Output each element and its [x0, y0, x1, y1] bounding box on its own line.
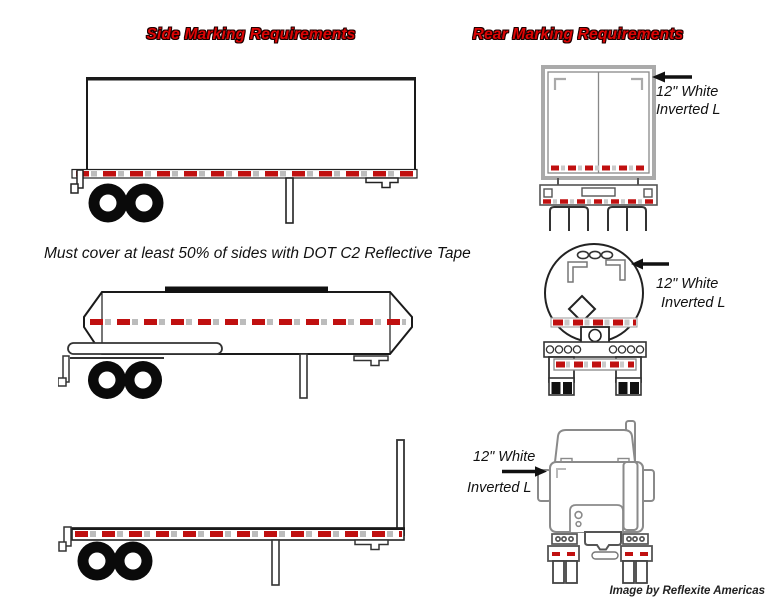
light-bars — [551, 533, 649, 545]
mudflaps — [552, 560, 648, 584]
rear-box-label-line1: 12" White — [656, 84, 719, 100]
license-plate — [581, 187, 616, 197]
rear-box-label-line2: Inverted L — [656, 102, 721, 118]
tank-walkway — [165, 286, 328, 293]
box-trailer-side-figure — [70, 77, 418, 224]
rear-tanker-label-line2: Inverted L — [661, 295, 726, 311]
bulkhead-post — [396, 439, 405, 536]
coverage-note: Must cover at least 50% of sides with DO… — [44, 245, 471, 262]
fender-tube — [67, 342, 223, 355]
landing-gear — [285, 177, 294, 224]
image-credit: Image by Reflexite Americas — [609, 585, 765, 597]
rear-step — [354, 539, 389, 551]
mudflap-feet — [548, 377, 642, 396]
rear-wheels — [549, 206, 647, 231]
inverted-l-marks — [567, 259, 626, 283]
rear-step — [353, 355, 389, 367]
tank-vents — [576, 250, 614, 260]
flatbed-wheels — [77, 541, 153, 581]
lower-tape-bar — [553, 358, 637, 371]
landing-gear — [299, 353, 308, 399]
arrow-left-icon — [652, 71, 692, 83]
side-marking-heading: Side Marking Requirements — [146, 26, 356, 43]
trailer-wheels — [88, 183, 164, 223]
box-trailer-rear-figure — [539, 65, 658, 231]
rear-truck-label-line1: 12" White — [473, 449, 536, 465]
tanker-wheels — [88, 361, 162, 399]
truck-rear-figure — [537, 420, 655, 584]
roof-fairing — [553, 429, 637, 463]
fifth-wheel-hitch — [584, 531, 622, 551]
rear-step — [365, 177, 399, 189]
rear-tanker-label-line1: 12" White — [656, 276, 719, 292]
fender-tape — [547, 545, 653, 562]
rear-marking-heading: Rear Marking Requirements — [472, 26, 684, 43]
flatbed-side-figure — [58, 439, 405, 586]
inverted-l-marks — [553, 77, 644, 90]
trailer-body — [86, 77, 416, 172]
arrow-right-icon — [502, 466, 547, 477]
tanker-rear-figure — [543, 243, 647, 396]
tanker-rear-tape — [550, 317, 638, 328]
landing-gear — [271, 539, 280, 586]
arrow-left-icon — [631, 258, 669, 270]
inverted-l-mark — [556, 468, 566, 478]
rear-truck-label-line2: Inverted L — [467, 480, 532, 496]
tanker-side-figure — [58, 286, 413, 399]
